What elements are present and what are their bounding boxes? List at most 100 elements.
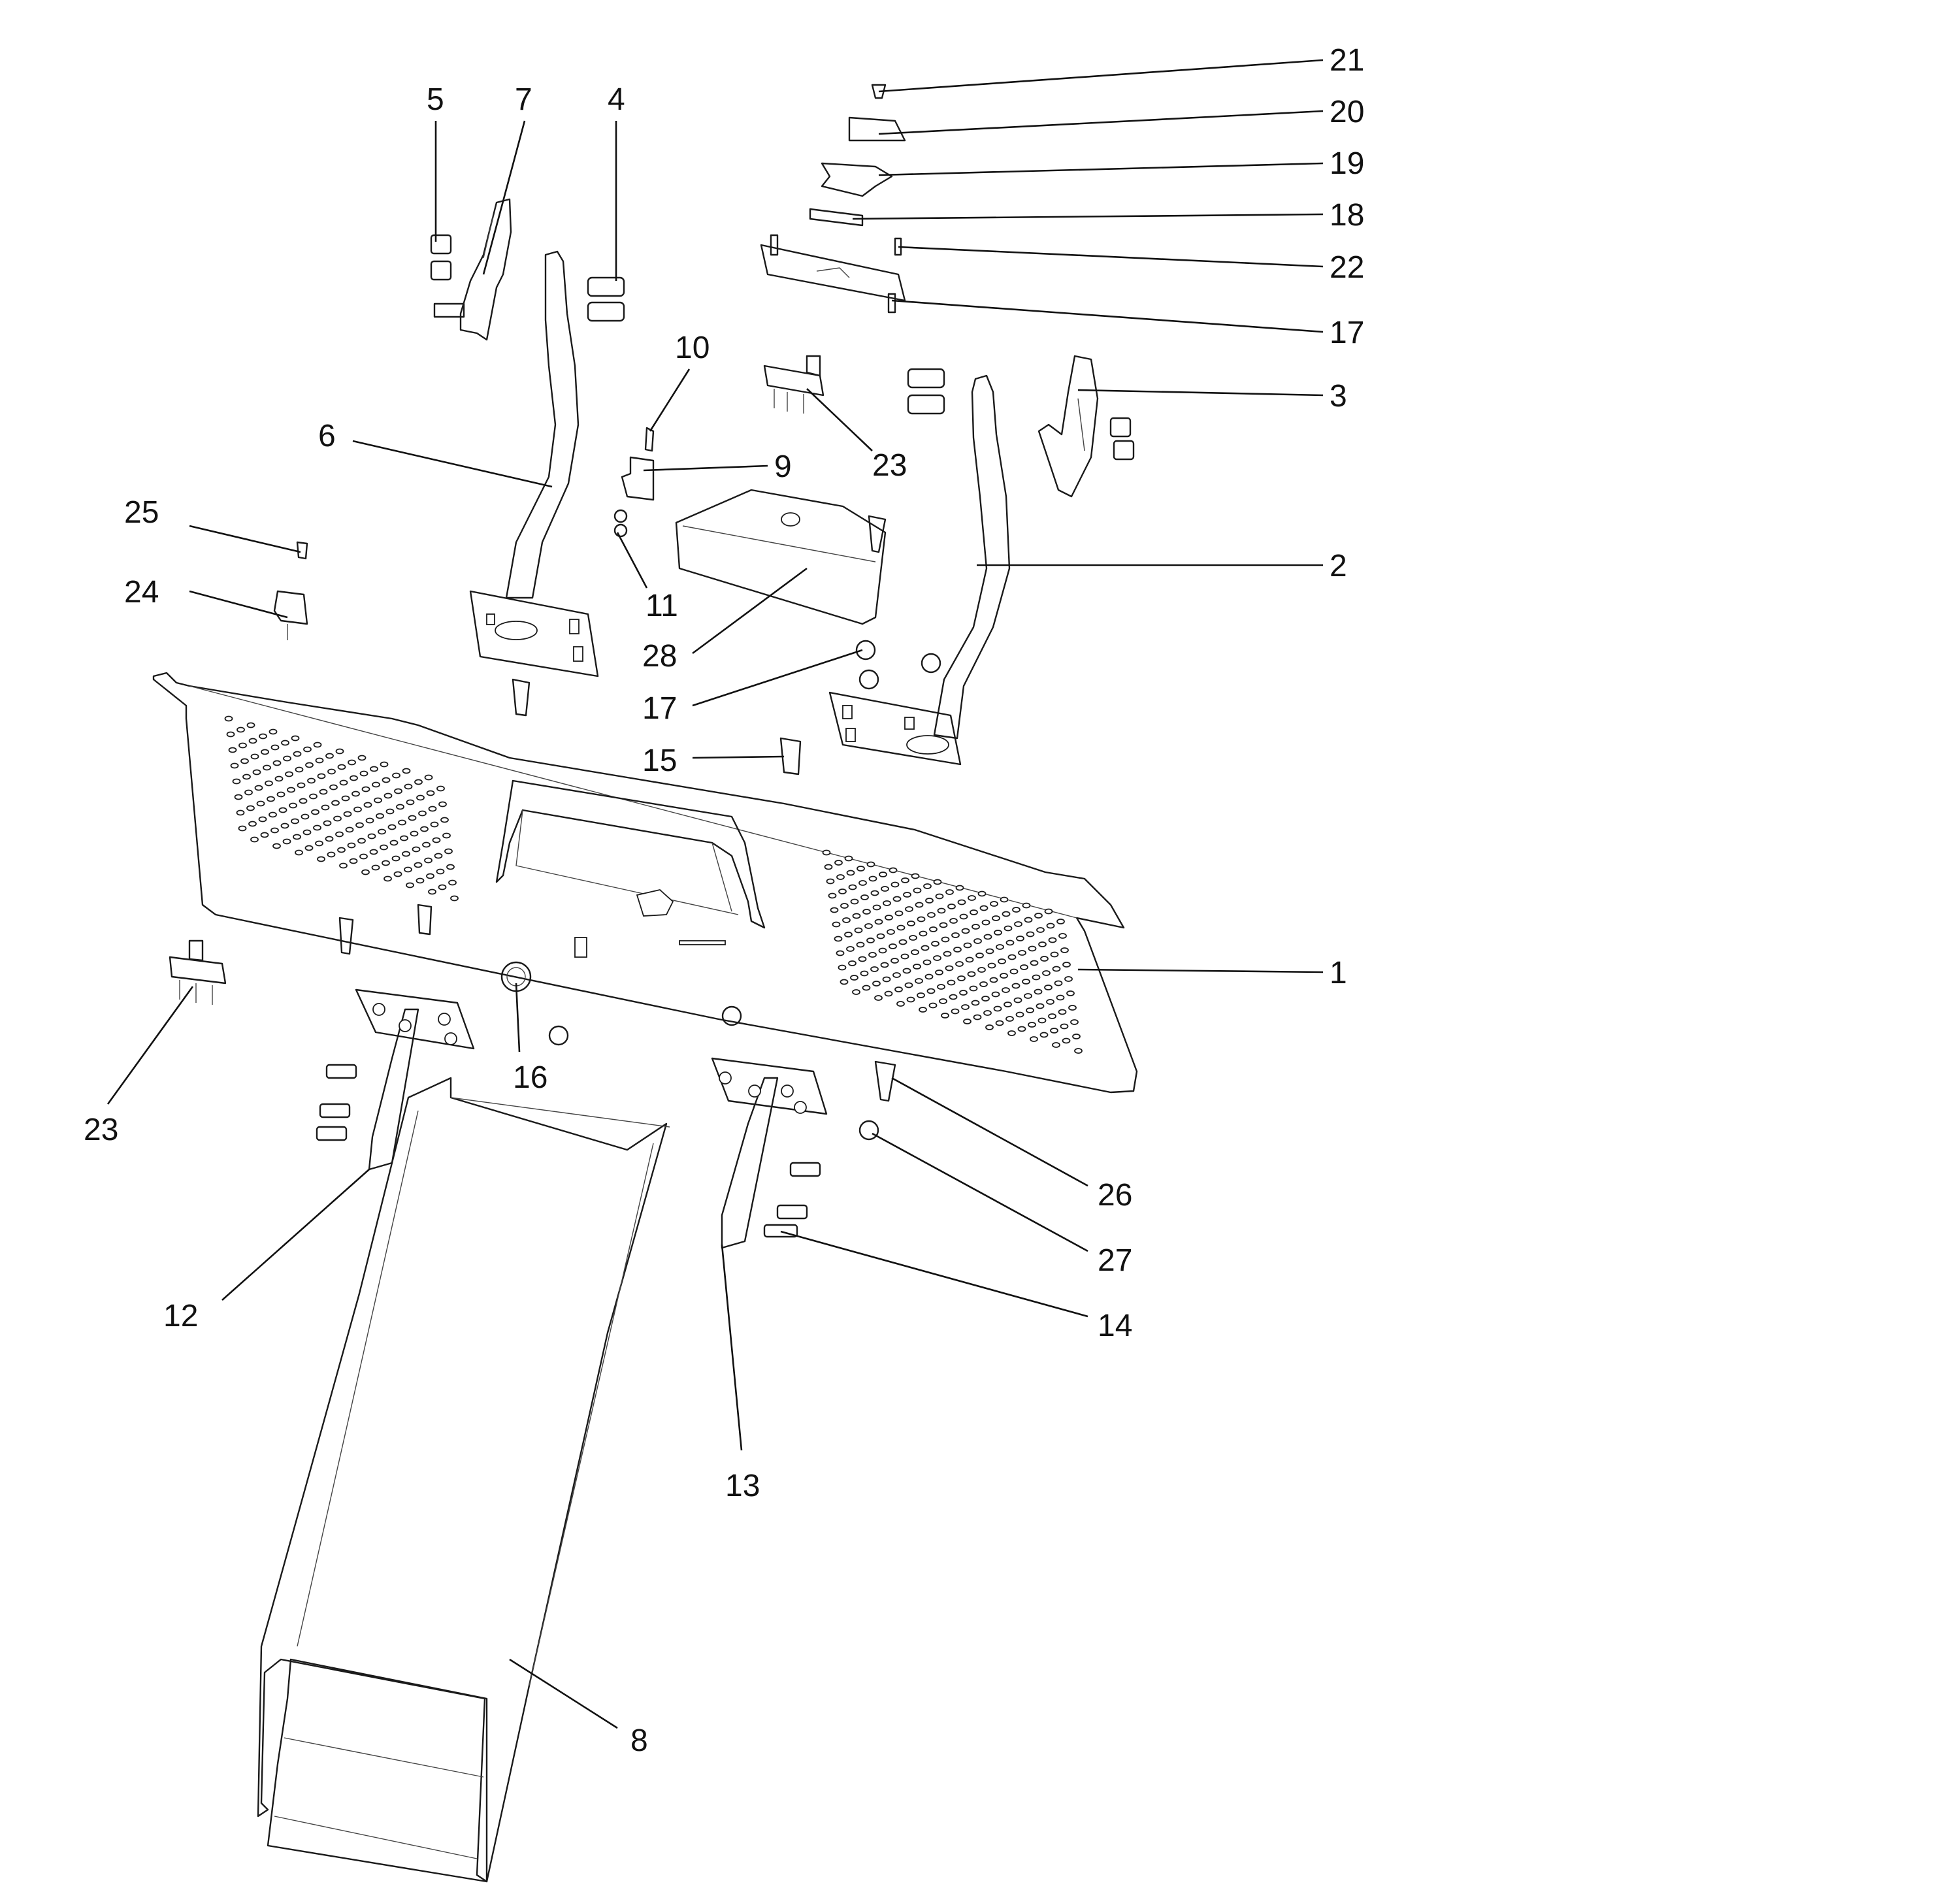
callout-28: 28 <box>642 639 677 674</box>
callout-1: 1 <box>1330 956 1347 990</box>
vent-hole <box>1072 1034 1081 1039</box>
vent-hole <box>824 864 833 870</box>
vent-hole <box>278 807 287 813</box>
vent-hole <box>1058 933 1067 939</box>
vent-hole <box>1011 983 1021 989</box>
vent-hole <box>977 890 987 897</box>
vent-hole <box>394 788 402 794</box>
vent-hole <box>238 742 247 749</box>
vent-hole <box>297 782 306 789</box>
vent-hole <box>317 856 325 862</box>
vent-hole <box>1018 950 1026 956</box>
vent-hole <box>931 941 939 947</box>
vent-hole <box>880 962 889 968</box>
vent-hole <box>303 746 312 753</box>
vent-hole <box>270 827 279 834</box>
vent-hole <box>951 1008 960 1015</box>
vent-hole <box>879 872 887 877</box>
callout-13: 13 <box>725 1469 760 1503</box>
vent-hole <box>436 868 445 875</box>
vent-hole <box>280 823 289 829</box>
vent-hole <box>983 1010 992 1016</box>
vent-hole <box>295 849 303 856</box>
callout-7: 7 <box>515 82 532 117</box>
vent-hole <box>858 956 867 962</box>
vent-hole <box>272 843 281 849</box>
vent-hole <box>828 892 837 899</box>
vent-hole <box>979 981 988 987</box>
vent-hole <box>919 1007 927 1013</box>
vent-hole <box>410 830 419 837</box>
vent-hole <box>862 985 871 991</box>
vent-hole <box>1030 1036 1038 1042</box>
vent-holes-left <box>224 715 459 902</box>
vent-hole <box>448 879 457 886</box>
vent-hole <box>866 938 875 943</box>
vent-hole <box>844 855 853 862</box>
vent-hole <box>404 783 413 790</box>
vent-hole <box>408 815 417 821</box>
vent-hole <box>351 791 360 797</box>
vent-hole <box>355 822 364 828</box>
vent-hole <box>949 994 958 1000</box>
vent-hole <box>426 790 435 796</box>
vent-hole <box>973 938 982 944</box>
vent-hole <box>348 759 356 766</box>
vent-hole <box>418 810 427 817</box>
vent-hole <box>896 1001 905 1007</box>
vent-hole <box>864 923 873 929</box>
callout-21: 21 <box>1330 43 1364 78</box>
vent-hole <box>838 889 847 894</box>
vent-hole <box>848 884 857 890</box>
vent-hole <box>973 1014 982 1020</box>
vent-hole <box>259 733 267 740</box>
vent-hole <box>834 860 843 866</box>
vent-hole <box>868 875 877 882</box>
vent-hole <box>939 998 947 1004</box>
vent-hole <box>1007 954 1017 960</box>
vent-hole <box>836 874 845 880</box>
vent-hole <box>440 817 449 823</box>
vent-hole <box>866 861 875 868</box>
vent-hole <box>1058 1009 1067 1015</box>
vent-hole <box>1013 997 1022 1003</box>
vent-hole <box>236 809 245 816</box>
leader-lines <box>106 59 1324 1729</box>
vent-hole <box>319 789 328 795</box>
callout-15: 15 <box>642 743 677 778</box>
callout-27: 27 <box>1098 1243 1132 1278</box>
vent-hole <box>293 834 301 840</box>
vent-hole <box>371 864 380 871</box>
vent-hole <box>246 722 255 728</box>
vent-hole <box>267 796 275 802</box>
vent-hole <box>943 951 952 957</box>
vent-hole <box>935 893 944 900</box>
vent-hole <box>1034 988 1043 995</box>
vent-hole <box>947 979 956 986</box>
vent-hole <box>333 815 342 822</box>
vent-hole <box>372 781 380 788</box>
vent-hole <box>1050 951 1059 958</box>
vent-hole <box>1044 985 1053 990</box>
vent-hole <box>295 766 304 773</box>
part-23-switch-upper <box>763 355 825 414</box>
vent-hole <box>238 825 247 832</box>
vent-hole <box>283 755 291 762</box>
vent-hole <box>903 892 911 898</box>
vent-hole <box>1020 964 1028 970</box>
vent-hole <box>1064 976 1073 982</box>
vent-hole <box>323 820 332 826</box>
vent-hole <box>350 775 358 781</box>
vent-hole <box>955 961 964 967</box>
vent-hole <box>1024 993 1032 999</box>
vent-hole <box>248 738 257 744</box>
vent-hole <box>438 801 447 807</box>
vent-hole <box>1002 987 1010 993</box>
vent-hole <box>852 913 861 919</box>
vent-hole <box>1062 1037 1071 1044</box>
vent-hole <box>305 762 314 768</box>
vent-hole <box>885 915 893 921</box>
callout-5: 5 <box>427 82 444 117</box>
vent-hole <box>969 985 978 992</box>
part-9-clip <box>621 456 655 501</box>
